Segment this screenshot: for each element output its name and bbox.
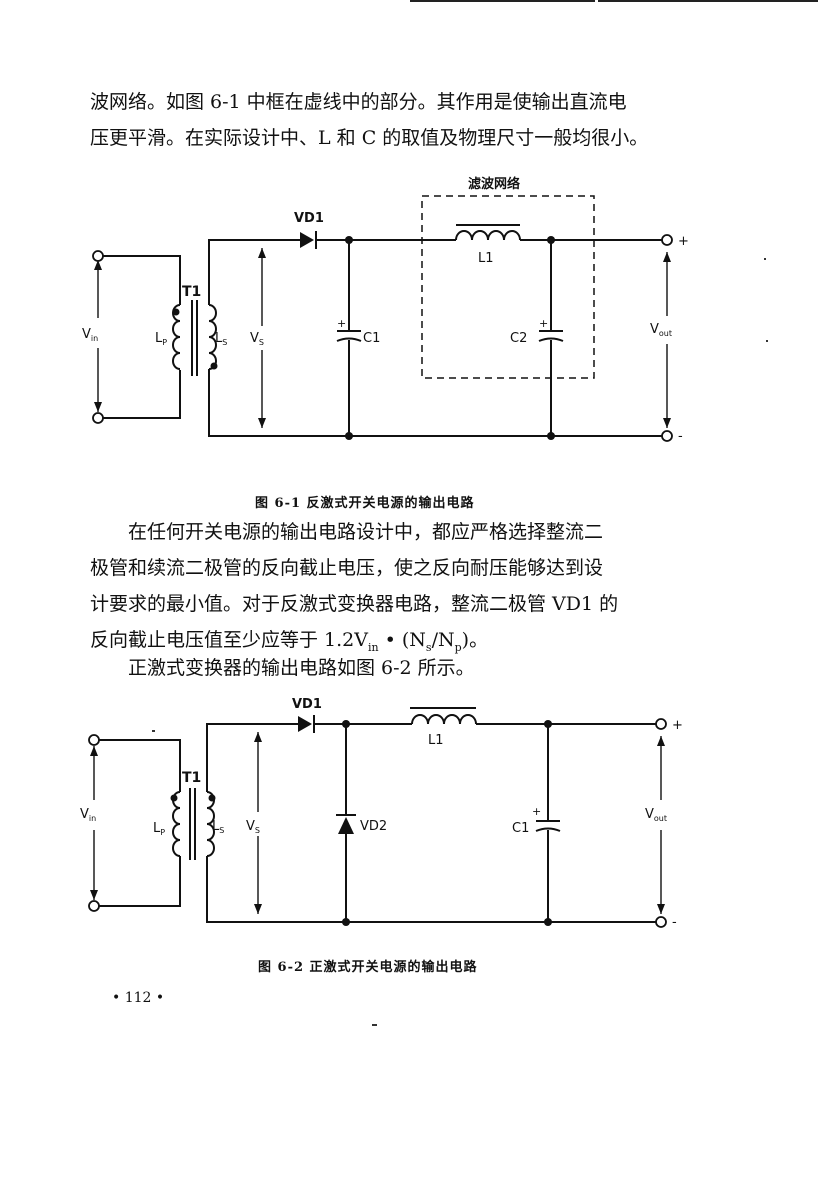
l1-label: L1 [428,733,444,748]
svg-text:+: + [678,234,689,249]
lp-label: LP [155,331,167,347]
svg-text:+: + [672,718,683,733]
vin-bottom-terminal [92,412,104,424]
primary-coil [172,304,181,370]
vin-top-terminal [92,250,104,262]
secondary-coil [206,791,215,857]
paragraph-1: 波网络。如图 6-1 中框在虚线中的部分。其作用是使输出直流电 压更平滑。在实际… [90,84,690,156]
svg-text:+: + [532,805,541,818]
page-top-rule [410,0,595,2]
ls-label: LS [215,331,227,347]
secondary-coil [208,304,217,370]
para3-line1: 正激式变换器的输出电路如图 6-2 所示。 [128,657,475,679]
figure-6-2-circuit: Vin T1 LP LS VS VD1 VD2 L1 + C1 + - Vout [80,697,683,930]
vd2-label: VD2 [360,819,387,834]
c1-label: C1 [363,331,380,346]
lp-label: LP [153,821,165,837]
ls-label: LS [212,819,224,835]
l1-label: L1 [478,251,494,266]
vout-plus-terminal [661,234,673,246]
para2-line4: 反向截止电压值至少应等于 1.2Vin • (Ns/Np)。 [90,629,489,654]
vout-minus-terminal [655,916,667,928]
para1-line1: 波网络。如图 6-1 中框在虚线中的部分。其作用是使输出直流电 [90,91,627,113]
vout-plus-terminal [655,718,667,730]
vd2-diode [338,817,354,834]
vs-label: VS [246,819,260,835]
c1-label: C1 [512,821,529,836]
filter-network-label: 滤波网络 [468,176,520,192]
vd1-diode [298,716,312,732]
vin-label: Vin [82,327,98,343]
vd1-label: VD1 [294,211,324,226]
svg-text:+: + [337,317,346,330]
filter-network-box [421,195,595,379]
vout-label: Vout [650,322,672,338]
page-top-rule-right [598,0,818,2]
para2-line3: 计要求的最小值。对于反激式变换器电路，整流二极管 VD1 的 [90,593,619,615]
page-number: • 112 • [112,990,165,1006]
vout-minus-terminal [661,430,673,442]
vs-label: VS [250,331,264,347]
paragraph-3: 正激式变换器的输出电路如图 6-2 所示。 [90,650,690,686]
figure-6-1-circuit: Vin T1 LP LS VS VD1 + C1 滤波网络 L1 + C2 [82,176,689,444]
svg-text:-: - [678,429,683,444]
l1-inductor [455,230,521,241]
l1-inductor [411,714,477,725]
vout-label: Vout [645,807,667,823]
vin-bottom-terminal [88,900,100,912]
paragraph-2: 在任何开关电源的输出电路设计中，都应严格选择整流二 极管和续流二极管的反向截止电… [90,514,690,666]
scan-speck [152,730,155,732]
c2-label: C2 [510,331,527,346]
svg-text:+: + [539,317,548,330]
para2-line2: 极管和续流二极管的反向截止电压，使之反向耐压能够达到设 [90,557,604,579]
vin-top-terminal [88,734,100,746]
figure-6-2-caption: 图 6-2 正激式开关电源的输出电路 [258,960,478,975]
scan-speck [764,258,766,260]
figure-6-1-caption: 图 6-1 反激式开关电源的输出电路 [255,496,475,511]
t1-label: T1 [182,770,201,786]
para1-line2: 压更平滑。在实际设计中、L 和 C 的取值及物理尺寸一般均很小。 [90,127,649,149]
primary-coil [172,791,181,857]
t1-label: T1 [182,284,201,300]
scan-speck [766,340,768,342]
svg-text:-: - [672,915,677,930]
vin-label: Vin [80,807,96,823]
para2-line1: 在任何开关电源的输出电路设计中，都应严格选择整流二 [128,521,604,543]
vd1-label: VD1 [292,697,322,712]
scan-speck [372,1024,377,1026]
vd1-diode [300,232,314,248]
